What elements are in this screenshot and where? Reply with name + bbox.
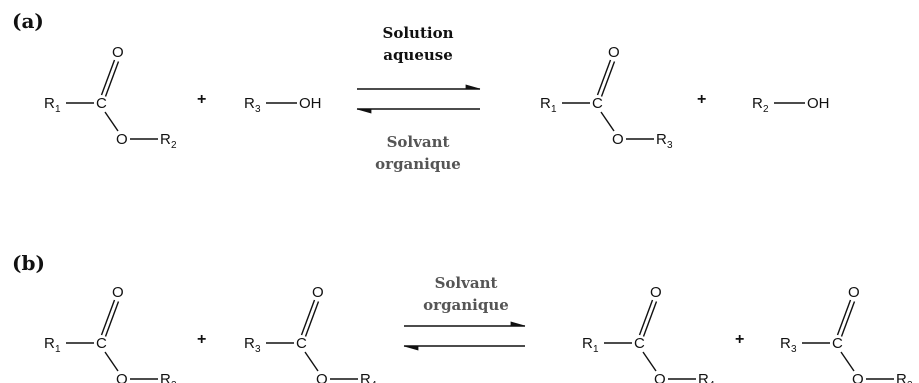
panel-b-forward-condition-line-1: Solvant (435, 274, 498, 292)
panel-b-species-6-plus-sign: + (735, 331, 744, 348)
panel-b-species-7-r-left-label: R (780, 335, 791, 352)
panel-a-forward-arrow-head (465, 84, 481, 90)
panel-b-species-7-ester: R3COOR2 (780, 284, 913, 383)
panel-b-species-1-carbonyl-oxygen-label: O (112, 284, 124, 301)
panel-b-species-1-r-left-label: R (44, 335, 55, 352)
panel-b-species-5-carbonyl-oxygen-label: O (650, 284, 662, 301)
panel-a-species-5-co-double-bond-1 (596, 59, 612, 96)
panel-a-equilibrium-arrows (356, 84, 481, 114)
panel-a-species-1-c-o-bond (104, 111, 119, 132)
panel-b-species-5-ester: R1COOR4 (582, 284, 715, 383)
panel-b-species-5-co-double-bond-2 (642, 301, 658, 337)
panel-b-species-3-r-left-subscript: 3 (255, 344, 261, 355)
panel-a-species-1-co-double-bond-1 (100, 59, 116, 96)
panel-b-forward-condition-line-2: organique (423, 296, 509, 314)
panel-a-species-1-r-right-label: R (160, 131, 171, 148)
panel-a-species-5-r-right-subscript: 3 (667, 140, 673, 151)
panel-b-reaction: (b)SolvantorganiqueR1COOR2+R3COOR4R1COOR… (12, 251, 913, 383)
panel-b-species-7-r-right-label: R (896, 371, 907, 383)
panel-b-species-2-plus-sign: + (197, 331, 206, 348)
panel-b-species-3-c-o-bond (304, 351, 319, 372)
panel-b-species-5-r-right-label: R (698, 371, 709, 383)
panel-a-species-5-r-right-label: R (656, 131, 667, 148)
panel-a-species-1-ether-oxygen-label: O (116, 131, 128, 148)
panel-a-species-5-ether-oxygen-label: O (612, 131, 624, 148)
panel-a-species-2-plus-sign: + (197, 91, 206, 108)
panel-a-species-5-carbonyl-oxygen-label: O (608, 44, 620, 61)
panel-a-species-3-r-label: R (244, 95, 255, 112)
panel-a-species-7-r-subscript: 2 (763, 104, 769, 115)
panel-b-species-5-r-left-label: R (582, 335, 593, 352)
panel-b-species-7-carbon-label: C (832, 335, 843, 352)
panel-b-species-3-carbon-label: C (296, 335, 307, 352)
panel-b-species-3-r-right-subscript: 4 (371, 380, 377, 383)
panel-b-species-1-co-double-bond-1 (100, 299, 116, 336)
panel-b-species-3-ester: R3COOR4 (244, 284, 377, 383)
panel-b-species-3-carbonyl-oxygen-label: O (312, 284, 324, 301)
panel-b-species-1-c-o-bond (104, 351, 119, 372)
panel-b-forward-arrow-head (510, 321, 526, 327)
panel-a-species-5-co-double-bond-2 (600, 61, 616, 97)
panel-a-reverse-arrow-head (356, 108, 372, 114)
panel-b-reverse-arrow-head (403, 345, 419, 351)
panel-a-species-1-carbonyl-oxygen-label: O (112, 44, 124, 61)
panel-a-reverse-condition-line-2: organique (375, 155, 461, 173)
panel-a-species-7-hydroxyl-label: OH (807, 95, 830, 112)
panel-a-species-1-co-double-bond-2 (104, 61, 120, 97)
panel-b-species-1-r-right-subscript: 2 (171, 380, 177, 383)
panel-b-species-3-r-left-label: R (244, 335, 255, 352)
panel-b-species-3-r-right-label: R (360, 371, 371, 383)
panel-b-species-7-co-double-bond-1 (836, 299, 852, 336)
panel-b-species-7-r-right-subscript: 2 (907, 380, 913, 383)
panel-b-species-5-ether-oxygen-label: O (654, 371, 666, 383)
panel-a-species-1-r-right-subscript: 2 (171, 140, 177, 151)
panel-a-species-5-c-o-bond (600, 111, 615, 132)
panel-a-reverse-condition-line-1: Solvant (387, 133, 450, 151)
panel-a-label: (a) (12, 9, 44, 33)
panel-b-label: (b) (12, 251, 45, 275)
panel-b-species-7-ether-oxygen-label: O (852, 371, 864, 383)
panel-b-species-5-carbon-label: C (634, 335, 645, 352)
panel-a-species-5-r-left-label: R (540, 95, 551, 112)
panel-b-species-1-co-double-bond-2 (104, 301, 120, 337)
panel-a-species-5-carbon-label: C (592, 95, 603, 112)
panel-a-species-6-plus-sign: + (697, 91, 706, 108)
panel-b-species-1-carbon-label: C (96, 335, 107, 352)
panel-a-species-7-r-label: R (752, 95, 763, 112)
panel-b-species-5-r-left-subscript: 1 (593, 344, 599, 355)
panel-a-species-1-carbon-label: C (96, 95, 107, 112)
panel-b-species-7-co-double-bond-2 (840, 301, 856, 337)
panel-b-species-1-r-left-subscript: 1 (55, 344, 61, 355)
panel-a-forward-condition-line-2: aqueuse (383, 46, 453, 64)
panel-a-species-3-hydroxyl-label: OH (299, 95, 322, 112)
panel-b-equilibrium-arrows (403, 321, 526, 351)
panel-b-species-3-co-double-bond-2 (304, 301, 320, 337)
panel-b-species-7-c-o-bond (840, 351, 855, 372)
panel-b-species-7-carbonyl-oxygen-label: O (848, 284, 860, 301)
panel-b-species-7-r-left-subscript: 3 (791, 344, 797, 355)
panel-b-species-1-ether-oxygen-label: O (116, 371, 128, 383)
panel-b-species-3-ether-oxygen-label: O (316, 371, 328, 383)
panel-b-species-1-r-right-label: R (160, 371, 171, 383)
panel-a-species-5-r-left-subscript: 1 (551, 104, 557, 115)
panel-b-species-5-r-right-subscript: 4 (709, 380, 715, 383)
panel-a-forward-condition-line-1: Solution (383, 24, 454, 42)
panel-a-species-1-r-left-subscript: 1 (55, 104, 61, 115)
panel-b-species-3-co-double-bond-1 (300, 299, 316, 336)
panel-a-species-3-r-subscript: 3 (255, 104, 261, 115)
panel-b-species-5-c-o-bond (642, 351, 657, 372)
panel-a-species-1-r-left-label: R (44, 95, 55, 112)
panel-b-species-5-co-double-bond-1 (638, 299, 654, 336)
